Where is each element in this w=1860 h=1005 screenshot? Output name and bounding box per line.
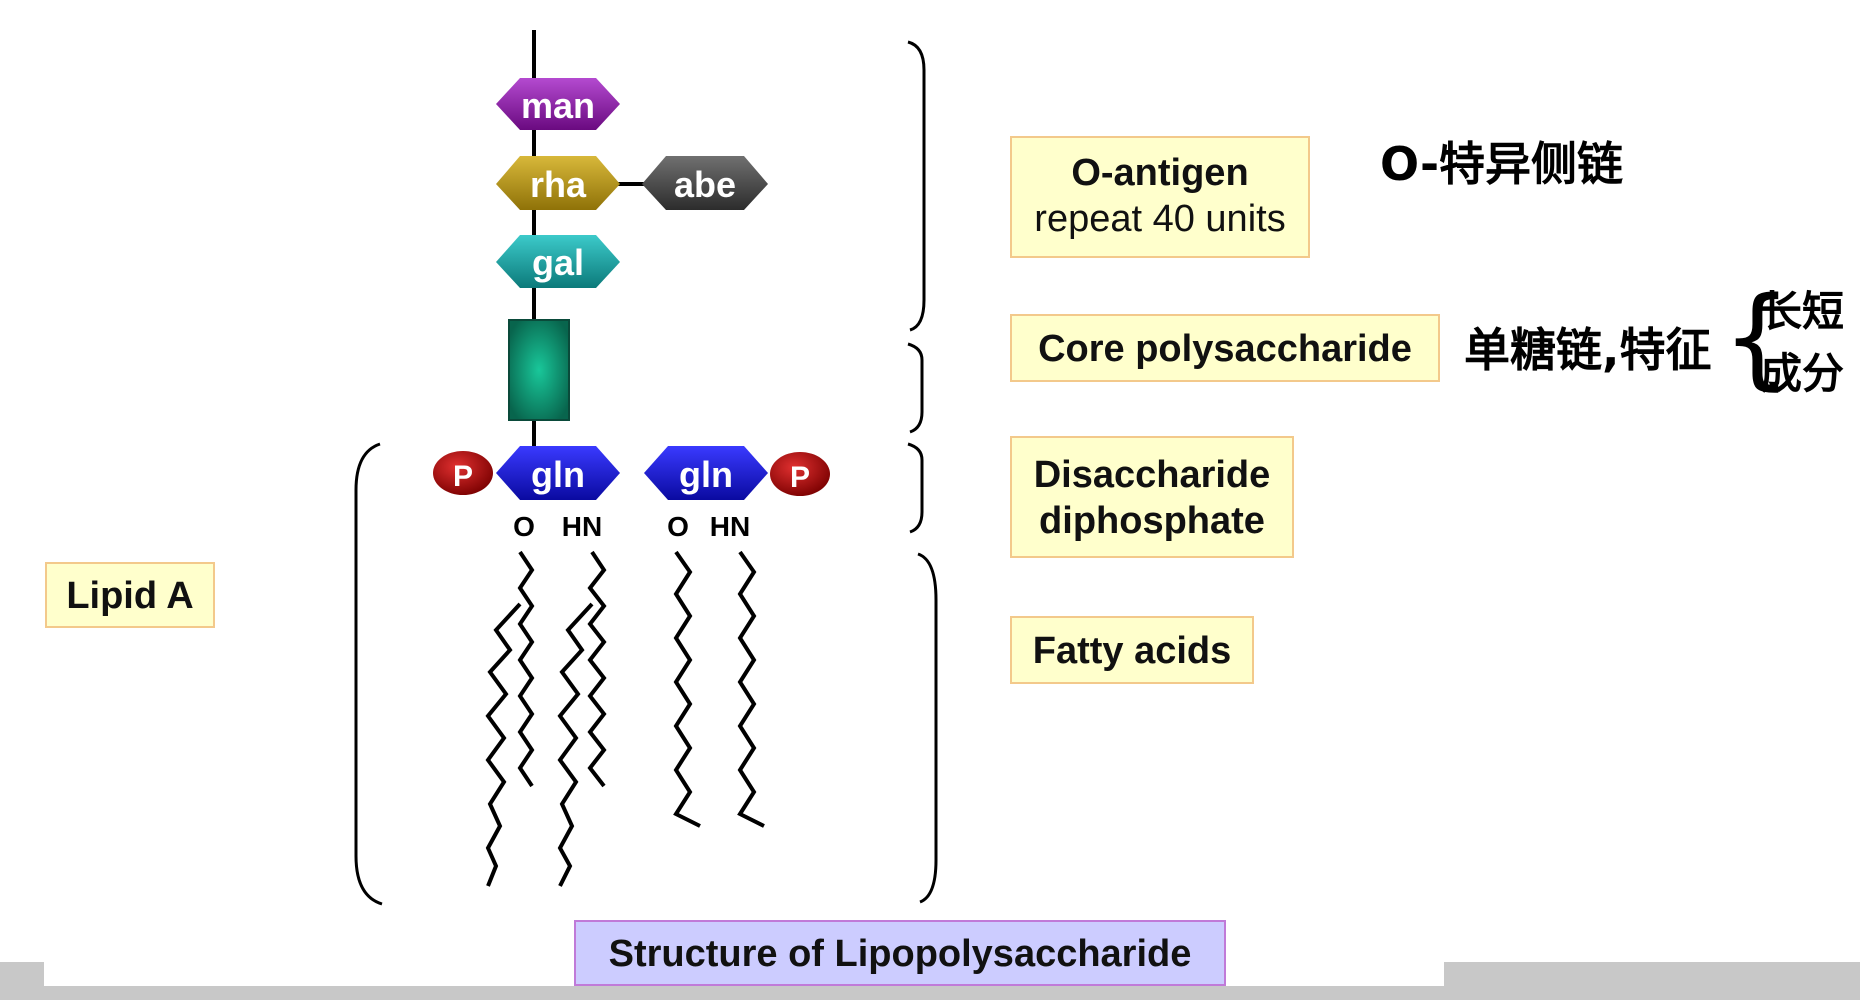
o-left-label: O xyxy=(513,511,535,542)
core-handwritten-note-a: 长短 xyxy=(1760,287,1845,336)
phosphate-left: P xyxy=(433,451,493,495)
core-handwritten-note-b: 成分 xyxy=(1760,349,1845,398)
bracket-lipid-a xyxy=(354,442,383,906)
core-polysaccharide-block xyxy=(508,319,570,421)
sugar-gln-left: gln xyxy=(496,446,620,500)
o-antigen-handwritten-note: O-特异侧链 xyxy=(1380,137,1624,191)
sugar-abe-label: abe xyxy=(674,164,736,205)
sugar-rha-label: rha xyxy=(530,164,587,205)
bottom-band-left xyxy=(0,962,44,1000)
sugar-gln-right-label: gln xyxy=(679,454,733,495)
phosphate-left-label: P xyxy=(453,460,473,493)
bottom-band-right xyxy=(1444,962,1860,1000)
bracket-o-antigen xyxy=(907,40,926,332)
o-antigen-label: O-antigen repeat 40 units xyxy=(1010,136,1310,258)
o-right-label: O xyxy=(667,511,689,542)
sugar-rha: rha xyxy=(496,156,620,210)
core-polysaccharide-text: Core polysaccharide xyxy=(1038,328,1412,370)
bracket-fatty-acids xyxy=(917,552,938,904)
phosphate-right-label: P xyxy=(790,461,810,494)
sugar-man-label: man xyxy=(521,85,595,126)
caption-text: Structure of Lipopolysaccharide xyxy=(608,933,1192,975)
disaccharide-diphosphate-label: Disaccharide diphosphate xyxy=(1010,436,1294,558)
fatty-chain-2-branch xyxy=(557,602,594,887)
fatty-chain-2 xyxy=(587,550,607,788)
bottom-band xyxy=(44,986,1444,1000)
fatty-acid-chains xyxy=(485,550,765,887)
core-handwritten-brace: { xyxy=(1722,273,1792,401)
fatty-acids-label: Fatty acids xyxy=(1010,616,1254,684)
sugar-man: man xyxy=(496,78,620,130)
fatty-chain-1 xyxy=(517,550,535,788)
fatty-chain-4 xyxy=(737,550,765,828)
core-handwritten-note: 单糖链,特征 xyxy=(1464,323,1712,377)
bracket-disaccharide xyxy=(907,442,924,534)
hn-right-label: HN xyxy=(710,511,750,542)
lipid-a-label: Lipid A xyxy=(45,562,215,628)
disaccharide-line2: diphosphate xyxy=(1039,500,1265,542)
sugar-gln-right: gln xyxy=(644,446,768,500)
sugar-gln-left-label: gln xyxy=(531,454,585,495)
sugar-abe: abe xyxy=(642,156,768,210)
disaccharide-line1: Disaccharide xyxy=(1033,454,1271,496)
bracket-core xyxy=(907,342,924,434)
fatty-chain-3 xyxy=(673,550,701,828)
hn-left-label: HN xyxy=(562,511,602,542)
o-antigen-title: O-antigen xyxy=(1071,152,1249,194)
sugar-gal-label: gal xyxy=(532,242,584,283)
fatty-chain-1-branch xyxy=(485,602,522,887)
fatty-acids-text: Fatty acids xyxy=(1032,630,1232,672)
sugar-gal: gal xyxy=(496,235,620,288)
o-antigen-subtitle: repeat 40 units xyxy=(1034,198,1286,240)
lipid-a-text: Lipid A xyxy=(66,575,194,617)
core-polysaccharide-label: Core polysaccharide xyxy=(1010,314,1440,382)
phosphate-right: P xyxy=(770,452,830,496)
caption-box: Structure of Lipopolysaccharide xyxy=(574,920,1226,986)
